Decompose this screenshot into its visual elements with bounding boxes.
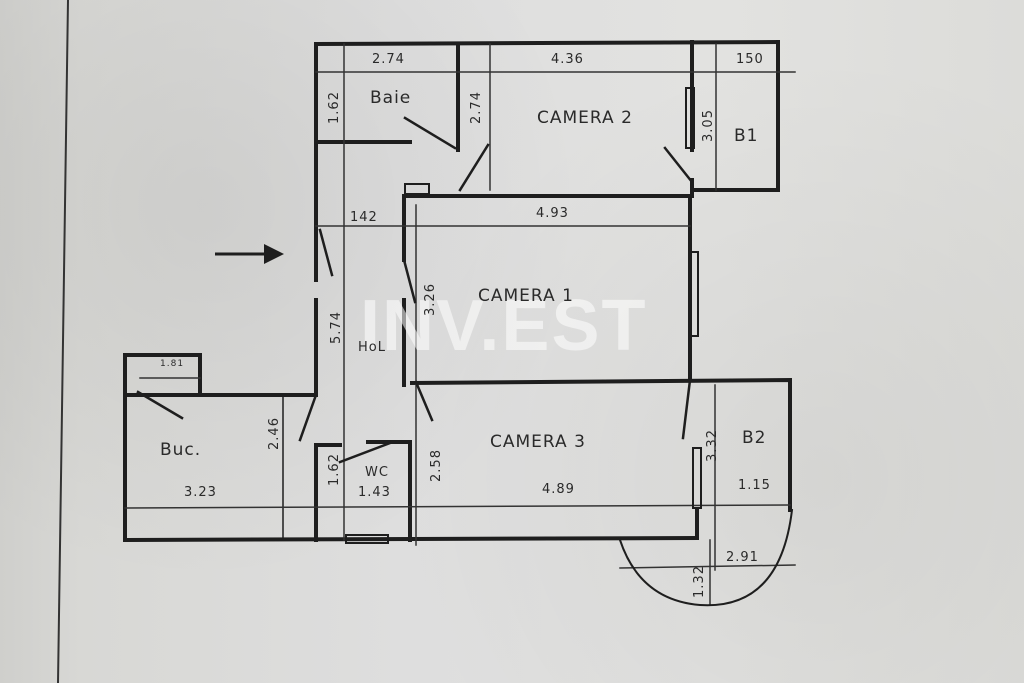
dim-b2-width: 1.15	[738, 478, 771, 493]
dim-camera3-side: 3.32	[704, 429, 720, 462]
room-label-camera1: CAMERA 1	[478, 286, 574, 306]
dim-baie-width: 2.74	[372, 52, 405, 67]
dim-b2-bay-width: 2.91	[726, 550, 759, 565]
room-label-hol: HoL	[358, 340, 386, 355]
room-label-wc: WC	[365, 465, 389, 480]
dim-camera3-width: 4.89	[542, 482, 575, 497]
outer-walls	[123, 39, 792, 543]
dim-buc-depth: 2.46	[266, 417, 282, 450]
dim-hol-width: 142	[350, 210, 378, 225]
dim-camera1-depth: 3.26	[422, 283, 438, 316]
dim-wc-width: 1.43	[358, 485, 391, 500]
room-label-camera2: CAMERA 2	[537, 108, 633, 128]
dim-camera1-width: 4.93	[536, 206, 569, 221]
room-label-buc: Buc.	[160, 440, 202, 460]
dim-camera2-side: 2.74	[468, 91, 484, 124]
dim-b1-width: 150	[736, 52, 764, 67]
dim-camera3-depth: 2.58	[428, 449, 444, 482]
room-label-baie: Baie	[370, 88, 412, 108]
room-label-b1: B1	[734, 126, 759, 146]
dim-camera2-width: 4.36	[551, 52, 584, 67]
dim-pantry-width: 1.81	[160, 359, 185, 369]
room-label-camera3: CAMERA 3	[490, 432, 586, 452]
dim-b2-bay-depth: 1.32	[691, 565, 707, 598]
room-label-b2: B2	[742, 428, 767, 448]
watermark: INV.EST	[360, 286, 648, 366]
dim-wc-depth: 1.62	[326, 453, 342, 486]
dim-baie-depth: 1.62	[326, 91, 342, 124]
dim-camera2-depth: 3.05	[700, 109, 716, 142]
dim-buc-width: 3.23	[184, 485, 217, 500]
arrow-right-icon	[215, 244, 284, 264]
dim-hol-length: 5.74	[328, 311, 344, 344]
